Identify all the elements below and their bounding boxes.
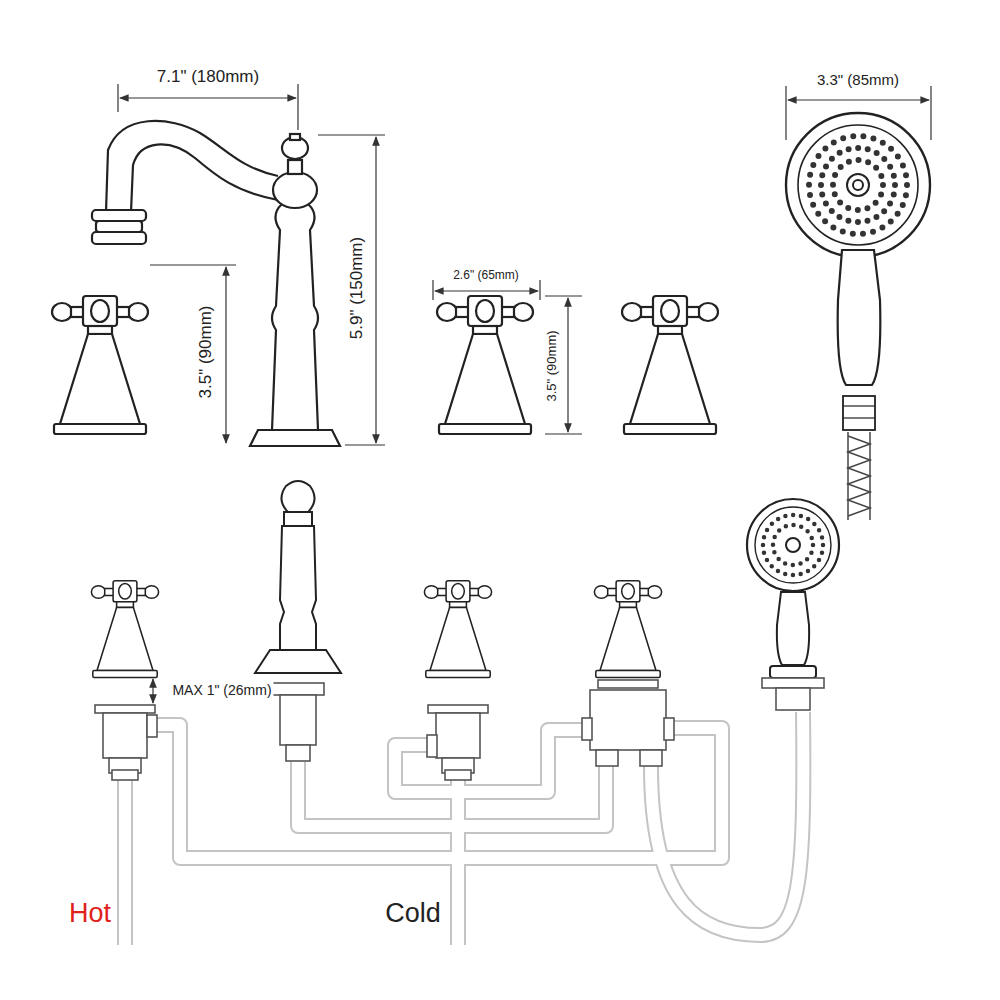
dimension-label: 2.6" (65mm)	[451, 269, 521, 283]
dimension-label: 7.1" (180mm)	[155, 67, 261, 87]
hand-shower-drawing	[786, 113, 930, 520]
dimension-label: MAX 1" (26mm)	[170, 682, 273, 698]
cross-handle	[52, 296, 148, 434]
cross-handle	[594, 581, 661, 678]
dimension-label: 3.5" (90mm)	[545, 328, 560, 403]
cross-handle	[437, 296, 533, 434]
dimension-lines	[118, 84, 931, 445]
hand-shower-drawing	[747, 499, 839, 710]
cross-handle	[622, 296, 718, 434]
diverter-body	[582, 680, 674, 766]
supply-label: Hot	[67, 898, 113, 929]
cross-handle	[424, 581, 491, 678]
spout-body	[272, 683, 324, 761]
dimension-label: 3.5" (90mm)	[196, 304, 216, 401]
dimension-label: 3.3" (85mm)	[815, 71, 901, 88]
supply-label: Cold	[383, 898, 443, 929]
dimension-label: 5.9" (150mm)	[347, 235, 367, 341]
spout-column	[255, 481, 341, 673]
valve-body	[95, 705, 155, 773]
valve-body	[428, 705, 488, 773]
cross-handle	[91, 581, 158, 678]
dimension-lines	[152, 679, 153, 703]
